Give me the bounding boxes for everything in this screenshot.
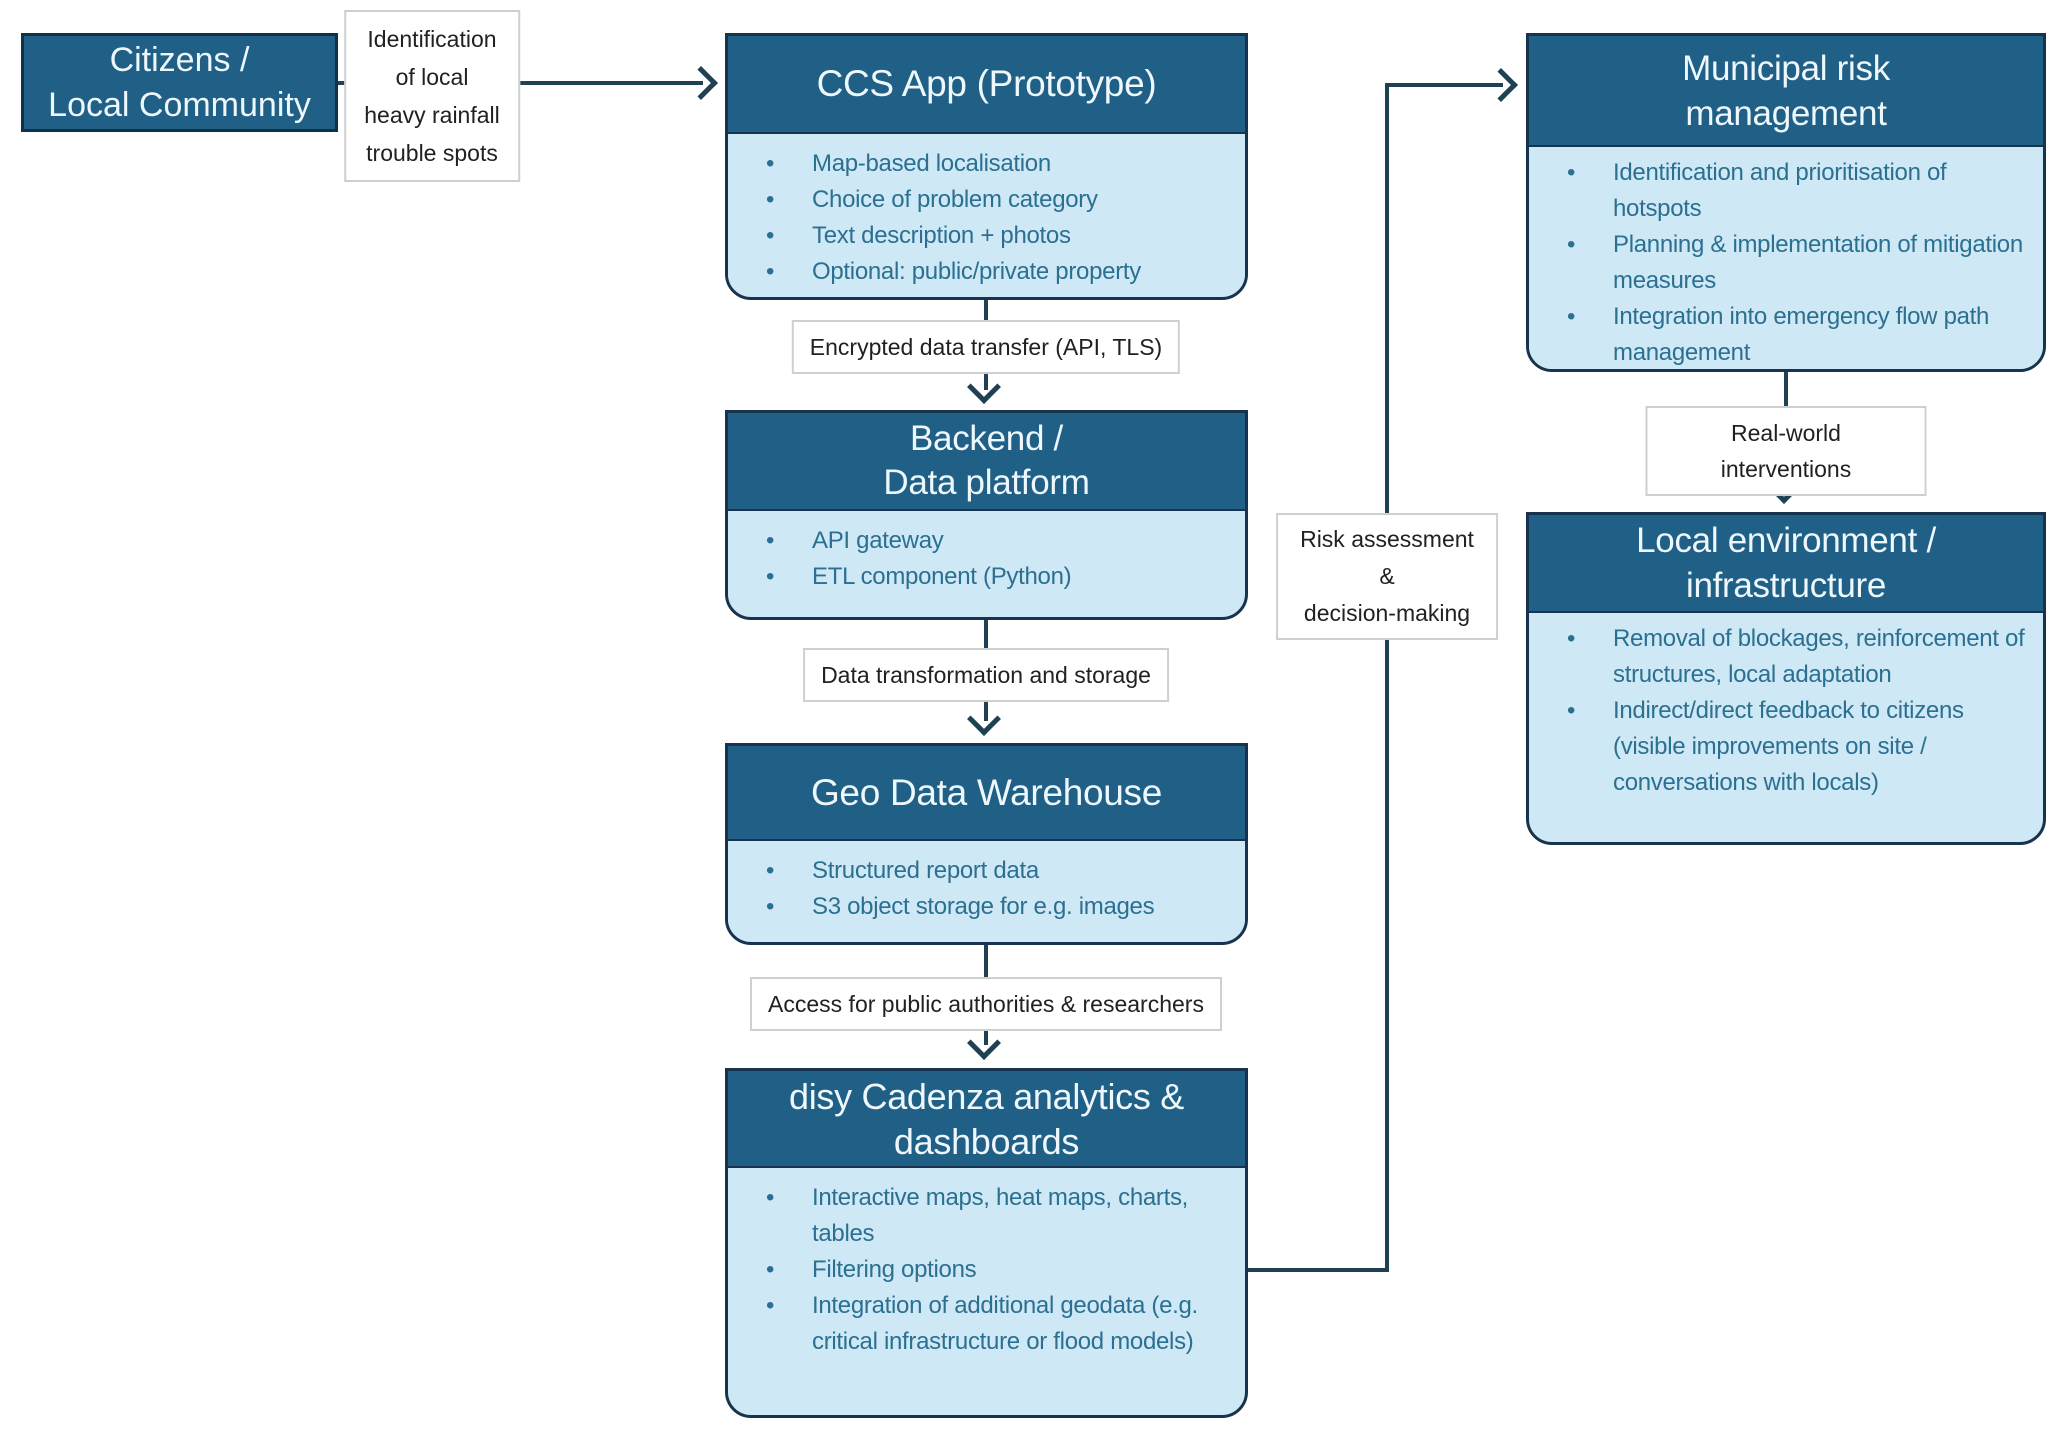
edge-label-identification: Identification of local heavy rainfall t… — [344, 10, 520, 182]
node-title: disy Cadenza analytics & dashboards — [728, 1071, 1245, 1168]
node-body: Structured report dataS3 object storage … — [728, 841, 1245, 925]
arrowhead-right-icon — [1484, 68, 1518, 102]
node-body: Map-based localisationChoice of problem … — [728, 134, 1245, 290]
bullet-item: S3 object storage for e.g. images — [728, 889, 1237, 925]
node-body: Identification and prioritisation of hot… — [1529, 147, 2043, 369]
node-title: Local environment / infrastructure — [1529, 515, 2043, 613]
edge-label-encrypted-transfer: Encrypted data transfer (API, TLS) — [791, 320, 1181, 374]
connector-risk-to-municipal — [1385, 83, 1503, 87]
edge-label-data-transformation: Data transformation and storage — [803, 648, 1169, 702]
flow-node-municipal-risk: Municipal risk management Identification… — [1526, 33, 2046, 372]
edge-label-risk-assessment: Risk assessment & decision-making — [1276, 513, 1498, 640]
bullet-list: Interactive maps, heat maps, charts, tab… — [728, 1168, 1245, 1360]
arrowhead-down-icon — [967, 1026, 1001, 1060]
bullet-item: Removal of blockages, reinforcement of s… — [1529, 621, 2035, 693]
flow-node-citizens: Citizens / Local Community — [21, 33, 338, 132]
node-body: API gatewayETL component (Python) — [728, 511, 1245, 595]
bullet-item: Indirect/direct feedback to citizens (vi… — [1529, 693, 2035, 801]
bullet-item: Choice of problem category — [728, 182, 1237, 218]
node-title: Geo Data Warehouse — [728, 746, 1245, 841]
connector-citizens-to-ccs — [338, 81, 703, 85]
bullet-item: Interactive maps, heat maps, charts, tab… — [728, 1180, 1237, 1252]
bullet-item: Identification and prioritisation of hot… — [1529, 155, 2035, 227]
arrowhead-right-icon — [684, 66, 718, 100]
bullet-list: Removal of blockages, reinforcement of s… — [1529, 613, 2043, 801]
bullet-item: API gateway — [728, 523, 1237, 559]
node-body: Removal of blockages, reinforcement of s… — [1529, 613, 2043, 801]
flow-node-local-environment: Local environment / infrastructure Remov… — [1526, 512, 2046, 845]
flow-node-backend: Backend / Data platform API gatewayETL c… — [725, 410, 1248, 620]
bullet-item: Text description + photos — [728, 218, 1237, 254]
edge-label-real-world-interventions: Real-world interventions — [1645, 406, 1927, 496]
bullet-list: Structured report dataS3 object storage … — [728, 841, 1245, 925]
node-title: Backend / Data platform — [728, 413, 1245, 511]
flow-node-disy-cadenza: disy Cadenza analytics & dashboards Inte… — [725, 1068, 1248, 1418]
bullet-item: Structured report data — [728, 853, 1237, 889]
bullet-item: Map-based localisation — [728, 146, 1237, 182]
bullet-item: ETL component (Python) — [728, 559, 1237, 595]
connector-disy-exit — [1248, 1268, 1389, 1272]
edge-label-access: Access for public authorities & research… — [750, 977, 1222, 1031]
bullet-item: Optional: public/private property — [728, 254, 1237, 290]
flow-node-ccs-app: CCS App (Prototype) Map-based localisati… — [725, 33, 1248, 300]
arrowhead-down-icon — [967, 370, 1001, 404]
bullet-item: Filtering options — [728, 1252, 1237, 1288]
node-body: Interactive maps, heat maps, charts, tab… — [728, 1168, 1245, 1360]
bullet-list: API gatewayETL component (Python) — [728, 511, 1245, 595]
bullet-item: Integration of additional geodata (e.g. … — [728, 1288, 1237, 1360]
arrowhead-down-icon — [967, 702, 1001, 736]
bullet-list: Map-based localisationChoice of problem … — [728, 134, 1245, 290]
node-title: CCS App (Prototype) — [728, 36, 1245, 134]
bullet-list: Identification and prioritisation of hot… — [1529, 147, 2043, 369]
connector-risk-vertical — [1385, 83, 1389, 1272]
bullet-item: Planning & implementation of mitigation … — [1529, 227, 2035, 299]
bullet-item: Integration into emergency flow path man… — [1529, 299, 2035, 369]
flow-node-geo-warehouse: Geo Data Warehouse Structured report dat… — [725, 743, 1248, 945]
node-title: Municipal risk management — [1529, 36, 2043, 147]
